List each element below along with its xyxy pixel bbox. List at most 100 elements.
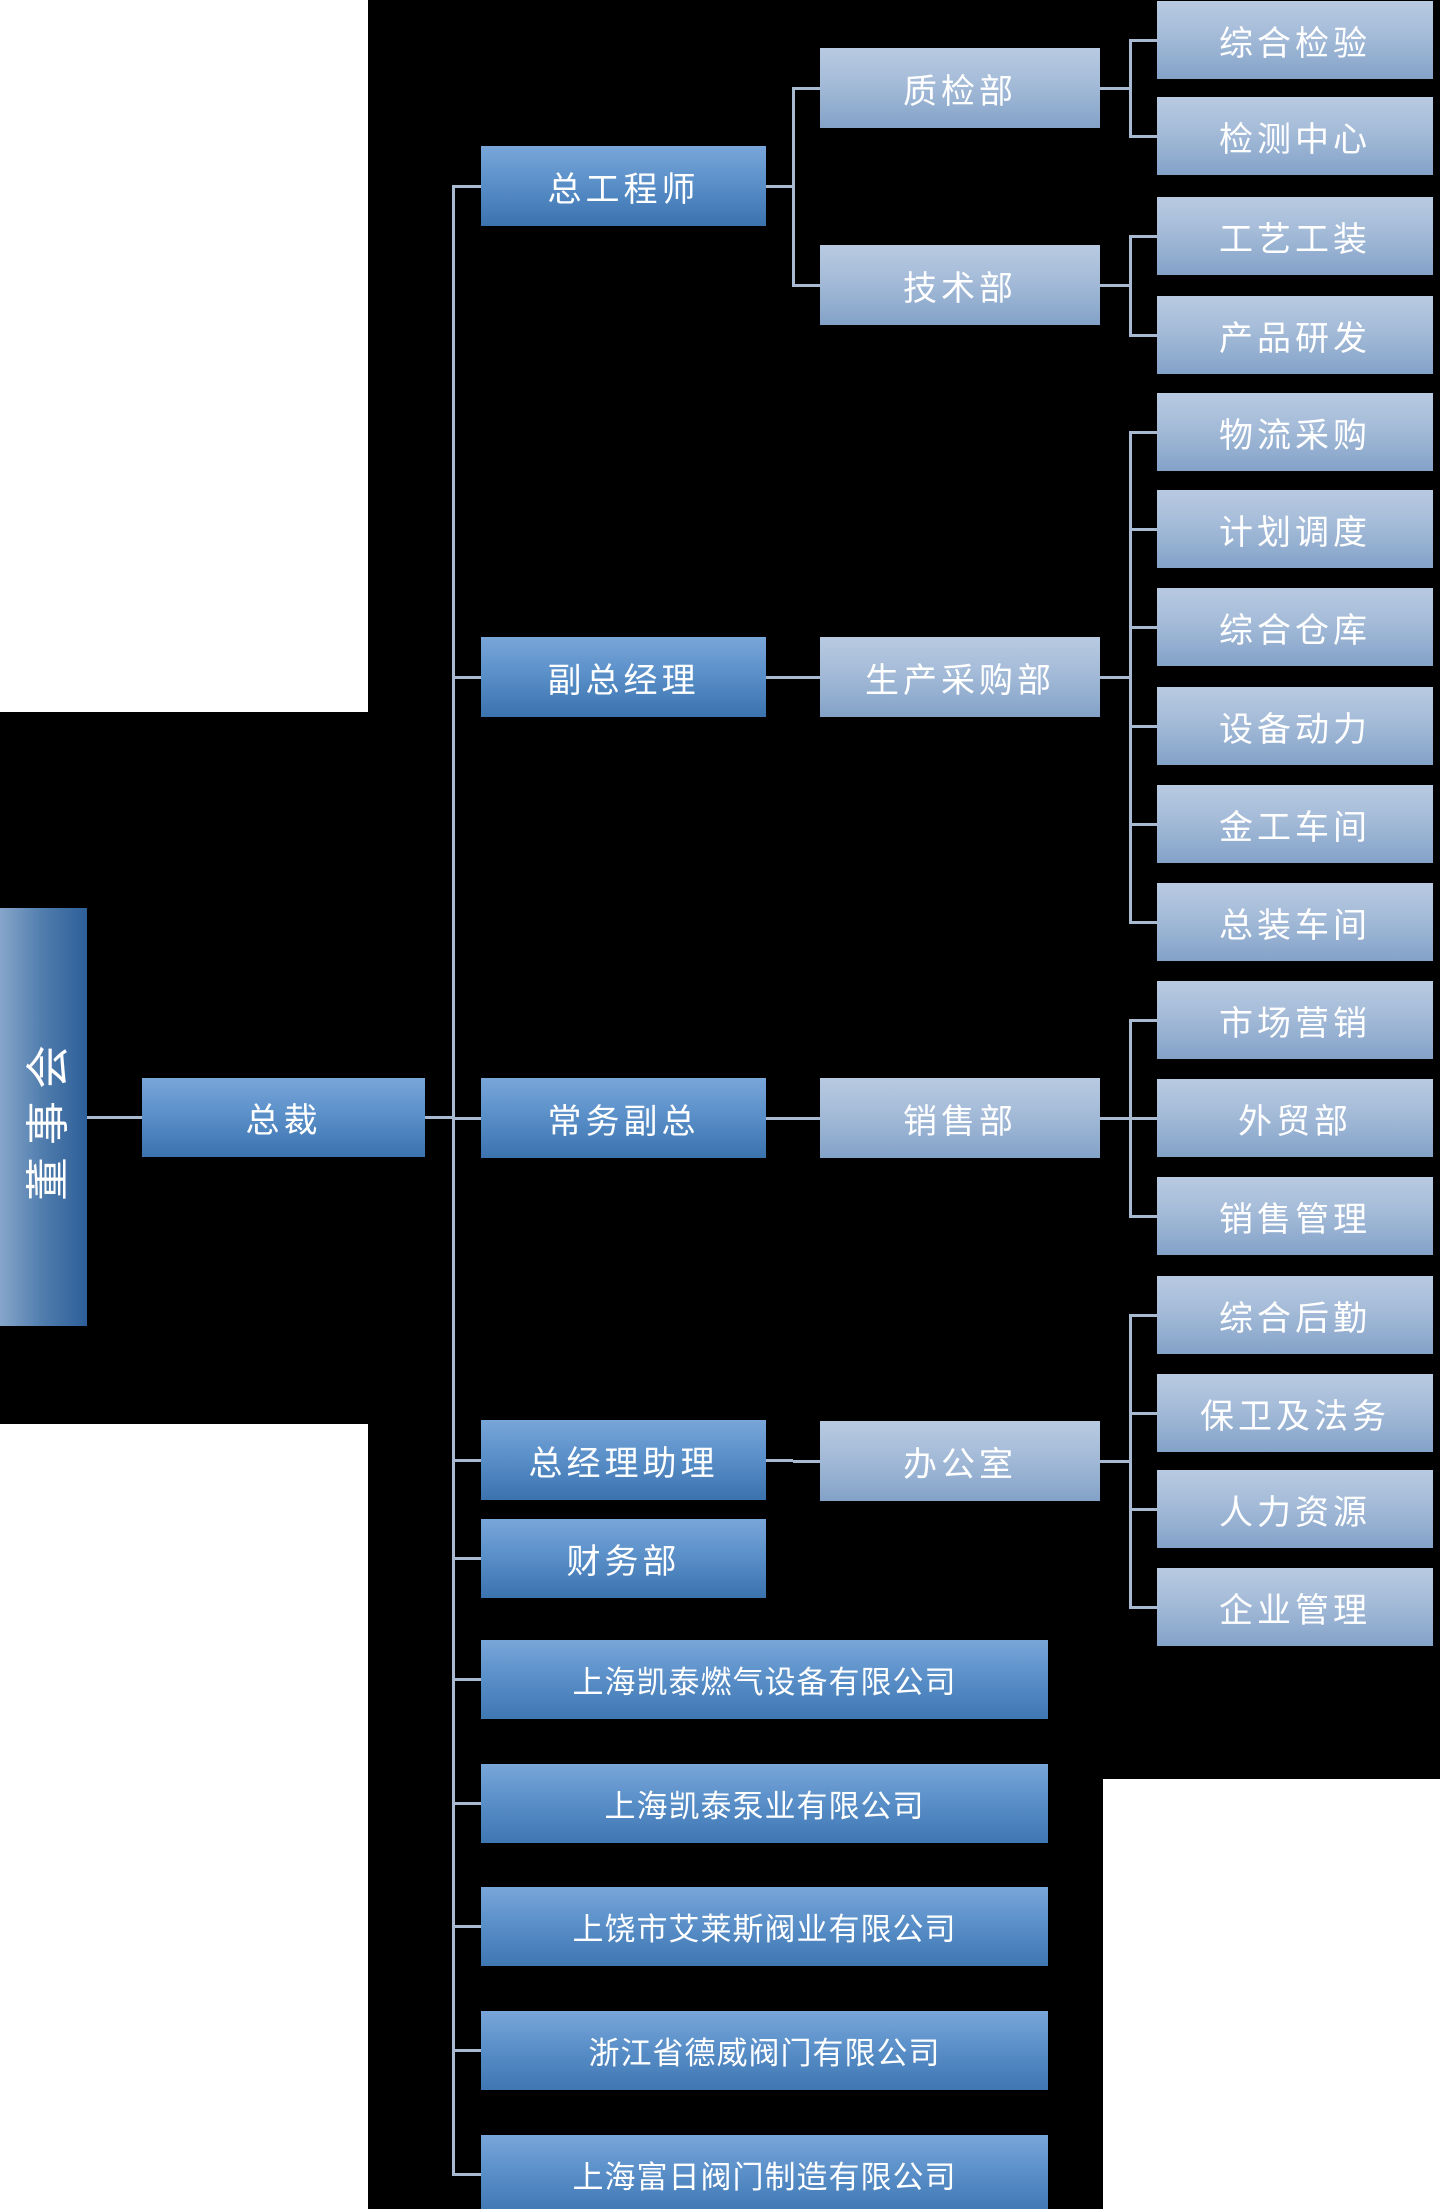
node-testing-center: 检测中心 xyxy=(1157,97,1433,175)
node-executive-deputy-gm: 常务副总 xyxy=(481,1078,766,1158)
connector-to-company-kaitai-pump xyxy=(453,1802,481,1805)
connector-to-chief-engineer xyxy=(453,184,481,188)
connector-to-comprehensive-logistics xyxy=(1130,1313,1157,1317)
node-label-company-kaitai-pump: 上海凯泰泵业有限公司 xyxy=(604,1789,925,1824)
connector-to-company-furi-valve xyxy=(453,2173,481,2176)
node-label-foreign-trade-dept: 外贸部 xyxy=(1238,1102,1352,1141)
node-president: 总裁 xyxy=(142,1078,425,1157)
node-label-tech-dept: 技术部 xyxy=(903,269,1017,308)
connector-bracket-tech-dept xyxy=(1128,234,1132,337)
node-label-company-dewei-valve: 浙江省德威阀门有限公司 xyxy=(588,2036,941,2071)
connector-to-foreign-trade-dept xyxy=(1130,1116,1157,1120)
node-label-sales-management: 销售管理 xyxy=(1219,1200,1371,1239)
node-label-qc-dept: 质检部 xyxy=(903,72,1017,111)
connector-bracket-office xyxy=(1128,1313,1132,1609)
connector-to-comprehensive-warehouse xyxy=(1130,625,1157,629)
node-label-security-legal: 保卫及法务 xyxy=(1200,1397,1390,1436)
node-label-sales-dept: 销售部 xyxy=(903,1102,1017,1141)
connector-from-president xyxy=(425,1116,453,1119)
node-label-board: 董事会 xyxy=(23,1033,73,1201)
connector-to-human-resources xyxy=(1130,1507,1157,1511)
connector-bracket-president xyxy=(451,184,455,2176)
connector-to-enterprise-management xyxy=(1130,1605,1157,1609)
connector-to-sales-management xyxy=(1130,1214,1157,1218)
node-label-human-resources: 人力资源 xyxy=(1219,1493,1371,1532)
connector-to-qc-dept xyxy=(793,86,820,90)
connector-to-sales-dept xyxy=(793,1116,820,1120)
node-label-equipment-power: 设备动力 xyxy=(1219,710,1371,749)
node-label-planning-scheduling: 计划调度 xyxy=(1219,513,1371,552)
connector-bracket-chief-engineer xyxy=(791,86,795,287)
connector-to-company-ailaisi-valve xyxy=(453,1925,481,1928)
node-label-president: 总裁 xyxy=(245,1102,322,1140)
node-tech-dept: 技术部 xyxy=(820,245,1100,325)
node-label-office: 办公室 xyxy=(903,1445,1017,1484)
node-label-executive-deputy-gm: 常务副总 xyxy=(547,1102,700,1141)
node-process-tooling: 工艺工装 xyxy=(1157,197,1433,275)
connector-to-company-kaitai-gas xyxy=(453,1678,481,1681)
connector-to-marketing xyxy=(1130,1018,1157,1022)
connector-bracket-qc-dept xyxy=(1128,38,1132,138)
node-assembly-workshop: 总装车间 xyxy=(1157,883,1433,961)
node-label-logistics-procurement: 物流采购 xyxy=(1219,416,1371,455)
node-label-comprehensive-inspection: 综合检验 xyxy=(1219,24,1371,63)
connector-to-company-dewei-valve xyxy=(453,2049,481,2052)
connector-from-board xyxy=(87,1115,115,1119)
connector-from-office xyxy=(1100,1459,1130,1463)
node-label-metalworking-workshop: 金工车间 xyxy=(1219,808,1371,847)
connector-to-office xyxy=(793,1459,820,1463)
connector-to-metalworking-workshop xyxy=(1130,822,1157,826)
node-security-legal: 保卫及法务 xyxy=(1157,1374,1433,1452)
connector-to-process-tooling xyxy=(1130,234,1157,238)
node-logistics-procurement: 物流采购 xyxy=(1157,393,1433,471)
node-comprehensive-inspection: 综合检验 xyxy=(1157,1,1433,79)
node-production-procurement-dept: 生产采购部 xyxy=(820,637,1100,717)
node-qc-dept: 质检部 xyxy=(820,48,1100,128)
connector-to-logistics-procurement xyxy=(1130,430,1157,434)
connector-to-security-legal xyxy=(1130,1411,1157,1415)
node-gm-assistant: 总经理助理 xyxy=(481,1420,766,1500)
node-company-furi-valve: 上海富日阀门制造有限公司 xyxy=(481,2135,1048,2209)
node-comprehensive-warehouse: 综合仓库 xyxy=(1157,588,1433,666)
node-label-assembly-workshop: 总装车间 xyxy=(1219,906,1371,945)
node-label-finance-dept: 财务部 xyxy=(566,1543,681,1581)
node-enterprise-management: 企业管理 xyxy=(1157,1568,1433,1646)
node-sales-dept: 销售部 xyxy=(820,1078,1100,1158)
connector-to-planning-scheduling xyxy=(1130,527,1157,531)
connector-from-tech-dept xyxy=(1100,283,1130,287)
connector-to-testing-center xyxy=(1130,134,1157,138)
node-human-resources: 人力资源 xyxy=(1157,1470,1433,1548)
node-comprehensive-logistics: 综合后勤 xyxy=(1157,1276,1433,1354)
node-label-deputy-gm: 副总经理 xyxy=(547,661,700,700)
connector-from-deputy-gm xyxy=(766,675,793,679)
connector-to-comprehensive-inspection xyxy=(1130,38,1157,42)
node-label-company-ailaisi-valve: 上饶市艾莱斯阀业有限公司 xyxy=(572,1912,957,1947)
connector-to-finance-dept xyxy=(453,1557,481,1560)
node-product-rd: 产品研发 xyxy=(1157,296,1433,374)
node-label-company-furi-valve: 上海富日阀门制造有限公司 xyxy=(572,2160,957,2195)
connector-to-production-procurement-dept xyxy=(793,675,820,679)
connector-to-executive-deputy-gm xyxy=(453,1116,481,1120)
node-office: 办公室 xyxy=(820,1421,1100,1501)
connector-from-qc-dept xyxy=(1100,86,1130,90)
connector-from-executive-deputy-gm xyxy=(766,1116,793,1120)
node-label-enterprise-management: 企业管理 xyxy=(1219,1591,1371,1630)
connector-from-gm-assistant xyxy=(766,1458,793,1462)
node-foreign-trade-dept: 外贸部 xyxy=(1157,1079,1433,1157)
node-board: 董事会 xyxy=(0,908,87,1326)
connector-to-tech-dept xyxy=(793,283,820,287)
connector-to-gm-assistant xyxy=(453,1458,481,1462)
connector-to-product-rd xyxy=(1130,333,1157,337)
node-label-process-tooling: 工艺工装 xyxy=(1219,220,1371,259)
connector-to-deputy-gm xyxy=(453,675,481,679)
node-label-comprehensive-logistics: 综合后勤 xyxy=(1219,1299,1371,1338)
connector-to-equipment-power xyxy=(1130,724,1157,728)
node-equipment-power: 设备动力 xyxy=(1157,687,1433,765)
node-chief-engineer: 总工程师 xyxy=(481,146,766,226)
node-label-product-rd: 产品研发 xyxy=(1219,319,1371,358)
node-label-company-kaitai-gas: 上海凯泰燃气设备有限公司 xyxy=(572,1665,957,1700)
node-deputy-gm: 副总经理 xyxy=(481,637,766,717)
node-sales-management: 销售管理 xyxy=(1157,1177,1433,1255)
node-company-kaitai-gas: 上海凯泰燃气设备有限公司 xyxy=(481,1640,1048,1719)
